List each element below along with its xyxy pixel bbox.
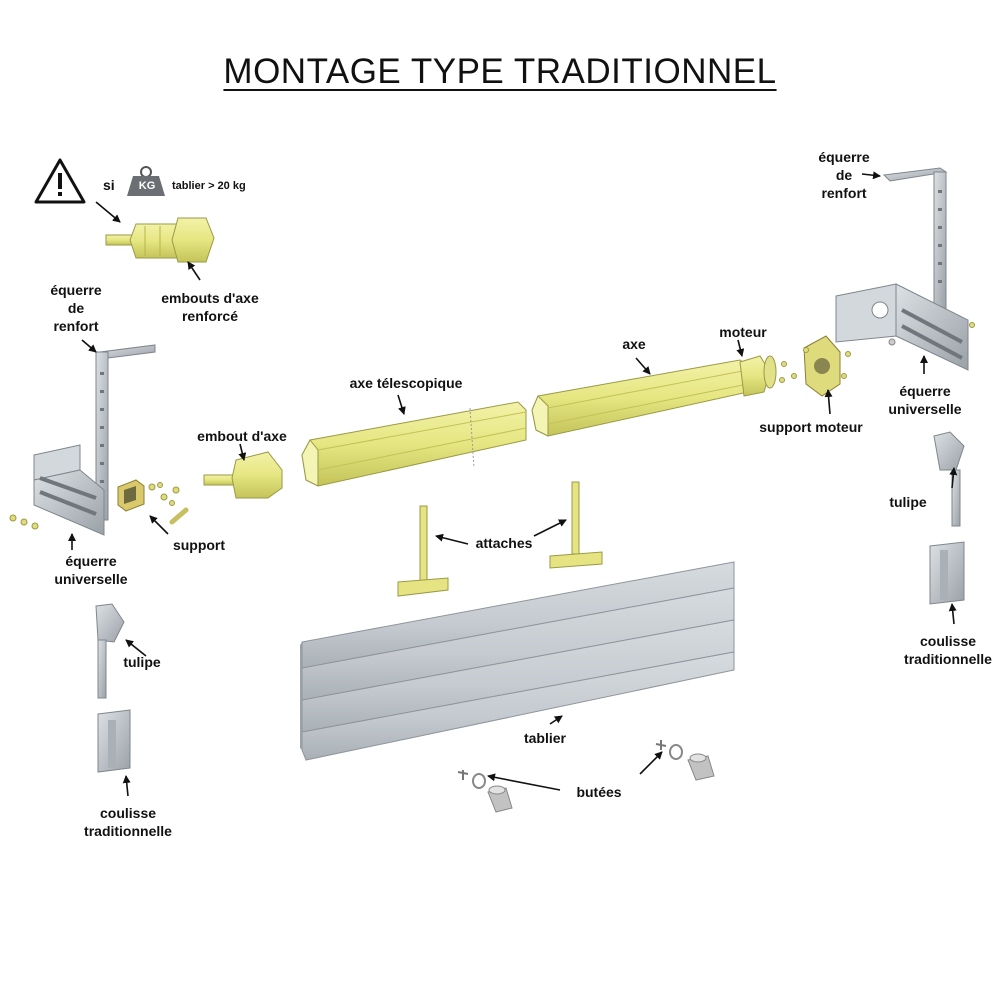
label-equerre-renfort-right: équerre de renfort	[818, 149, 870, 201]
label-coulisse-right: coulisse traditionnelle	[904, 633, 992, 667]
left-guide-rail-part	[97, 709, 131, 773]
motor-support-part	[803, 335, 851, 397]
label-tulipe-right: tulipe	[889, 494, 927, 510]
left-support-part	[117, 479, 189, 525]
label-moteur: moteur	[719, 324, 767, 340]
label-support: support	[172, 537, 226, 553]
telescopic-axle-part	[301, 401, 527, 487]
shutter-curtain-part	[300, 561, 735, 761]
label-axe-telescopique: axe télescopique	[349, 375, 463, 391]
label-equerre-universelle-right: équerre universelle	[888, 383, 962, 417]
label-embouts-renforce: embouts d'axe renforcé	[161, 290, 259, 324]
kg-badge: KG	[138, 180, 156, 192]
motor-part	[739, 355, 797, 397]
axle-part	[531, 359, 749, 437]
label-axe: axe	[622, 336, 646, 352]
right-tulip-part	[933, 431, 965, 527]
weight-icon	[127, 166, 165, 196]
label-embout-axe: embout d'axe	[197, 428, 287, 444]
right-guide-rail-part	[929, 541, 965, 605]
label-tulipe-left: tulipe	[123, 654, 161, 670]
warning-triangle-icon	[34, 158, 86, 204]
label-equerre-renfort-left: équerre de renfort	[50, 282, 102, 334]
left-tulip-part	[95, 603, 125, 699]
reinforced-end-cap-part	[105, 217, 215, 263]
label-butees: butées	[576, 784, 622, 800]
label-support-moteur: support moteur	[759, 419, 863, 435]
attach-clip-part	[397, 505, 449, 597]
label-equerre-universelle-left: équerre universelle	[54, 553, 128, 587]
right-universal-bracket	[835, 283, 975, 371]
end-cap-part	[203, 451, 283, 499]
label-tablier: tablier	[523, 730, 566, 746]
label-attaches: attaches	[475, 535, 533, 551]
callout-arrows	[68, 171, 958, 797]
stopper-part	[655, 740, 715, 781]
left-screws	[9, 514, 39, 530]
label-coulisse-left: coulisse traditionnelle	[84, 805, 172, 839]
weight-condition-label: tablier > 20 kg	[172, 180, 246, 192]
stopper-part	[457, 770, 513, 813]
warning-si-label: si	[103, 177, 115, 193]
left-universal-bracket	[33, 444, 105, 536]
page-title: MONTAGE TYPE TRADITIONNEL	[223, 52, 777, 91]
attach-clip-part	[549, 481, 603, 569]
